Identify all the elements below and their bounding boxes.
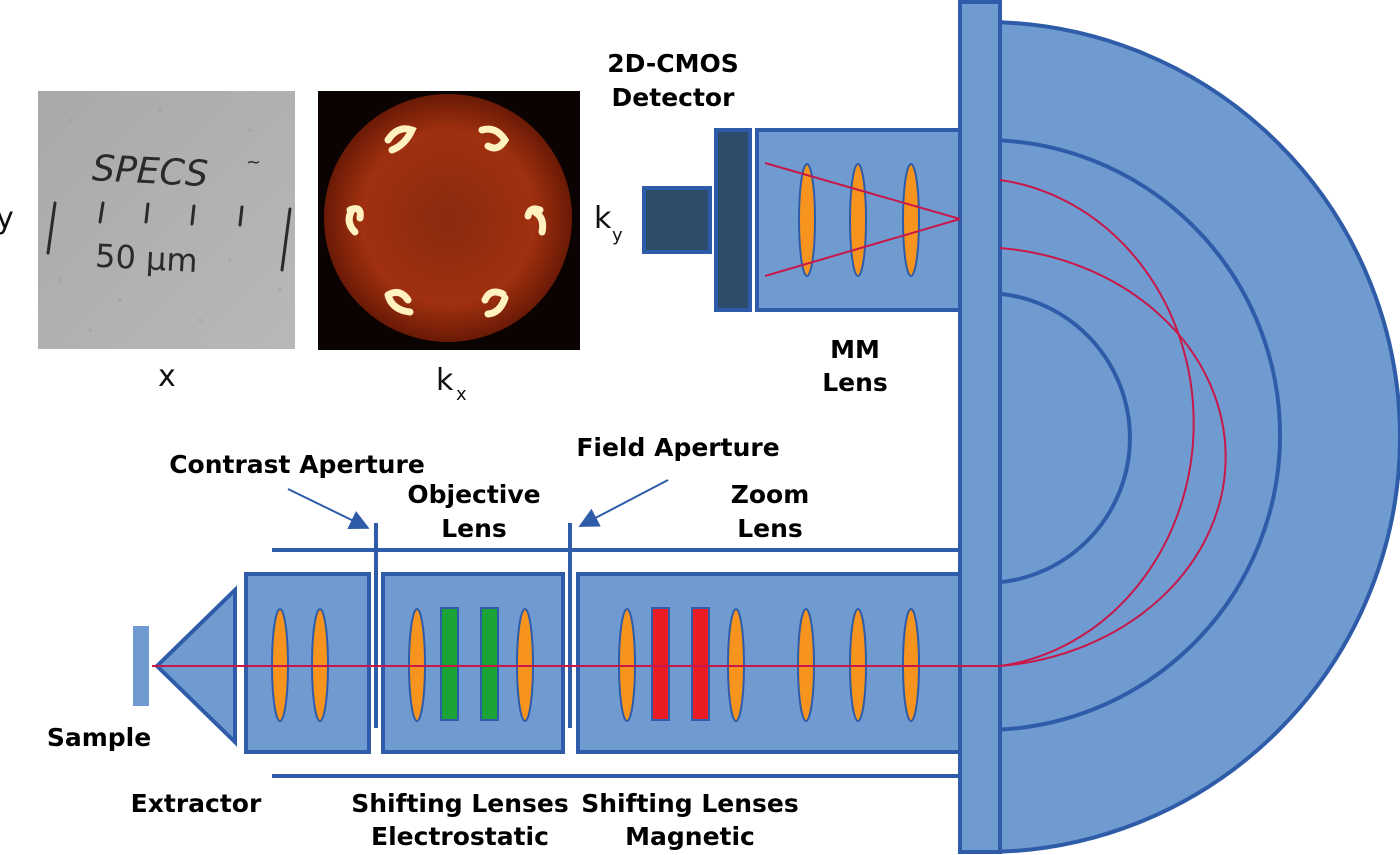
electron-trajectories (152, 179, 1227, 667)
k-space-features (345, 125, 547, 318)
field-aperture-label: Field Aperture (576, 433, 779, 462)
detector-plate (714, 128, 752, 312)
sem-logo-text: SPECS (91, 148, 209, 195)
detector-label-line2: Detector (612, 83, 736, 112)
extractor-label: Extractor (131, 789, 262, 818)
zoom-lens-label-line2: Lens (737, 514, 803, 543)
magnetic-shifting-lenses (651, 607, 710, 721)
y-axis-label: y (0, 201, 14, 236)
kx-axis-subscript: x (456, 384, 467, 405)
shifting-electrostatic-label-line1: Shifting Lenses (351, 789, 569, 818)
inner-hemisphere (983, 290, 1132, 586)
k-space-image (318, 91, 580, 350)
mm-lens-label-line2: Lens (822, 368, 888, 397)
middle-hemisphere (983, 137, 1282, 733)
electrostatic-shifting-lenses (440, 607, 499, 721)
sem-scale-text: 50 µm (94, 237, 198, 280)
ky-axis-label: k (594, 201, 612, 236)
field-aperture-arrow (578, 479, 669, 527)
extractor-lens-block (244, 572, 371, 754)
analyzer-entrance-plate (958, 0, 1002, 854)
objective-lens-label-line2: Lens (441, 514, 507, 543)
mm-lens-elements (798, 163, 920, 277)
detector-camera-block (642, 186, 712, 254)
sample-label: Sample (47, 723, 151, 752)
zoom-lens-label-line1: Zoom (731, 480, 810, 509)
sem-scale-ticks (46, 201, 292, 272)
sem-trademark: ~ (246, 152, 261, 173)
mm-lens-label-line1: MM (830, 335, 880, 364)
shifting-magnetic-label-line1: Shifting Lenses (581, 789, 799, 818)
detector-label-line1: 2D-CMOS (607, 49, 738, 78)
sem-real-space-image: SPECS ~ 50 µm (38, 91, 295, 349)
contrast-aperture-arrow (287, 488, 370, 529)
objective-lens-label-line1: Objective (407, 480, 540, 509)
contrast-aperture-label: Contrast Aperture (169, 450, 425, 479)
kx-axis-label: k (436, 363, 454, 398)
k-space-disk (324, 94, 572, 342)
sample-plate (133, 626, 149, 706)
mm-lens-beam (764, 162, 961, 277)
shifting-electrostatic-label-line2: Electrostatic (371, 822, 549, 851)
x-axis-label: x (158, 359, 176, 394)
zoom-lens-block (576, 572, 962, 754)
ky-axis-subscript: y (612, 225, 623, 246)
hemispherical-analyzer (958, 0, 1400, 855)
shifting-magnetic-label-line2: Magnetic (625, 822, 755, 851)
